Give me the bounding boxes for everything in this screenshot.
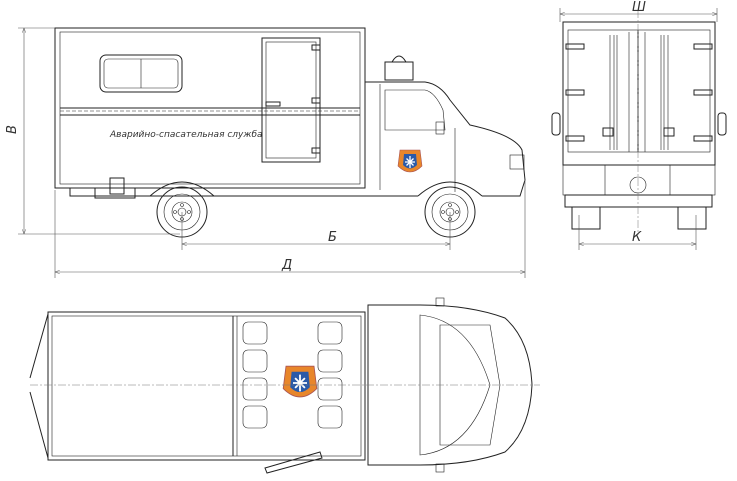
- emergency-emblem-side: [397, 149, 423, 173]
- cab-window: [384, 89, 446, 131]
- dimension-width: Ш: [559, 0, 718, 22]
- side-window: [99, 54, 183, 93]
- body-text: Аварийно-спасательная служба: [109, 130, 263, 140]
- side-view: Аварийно-спасательная служба: [54, 27, 526, 238]
- dimension-wheelbase: Б: [181, 212, 451, 250]
- length-label: Д: [281, 258, 292, 273]
- dimension-track: К: [578, 215, 697, 250]
- wheelbase-label: Б: [328, 230, 337, 245]
- height-label: В: [5, 125, 20, 134]
- rear-view: [551, 10, 727, 235]
- track-label: К: [632, 230, 642, 245]
- top-view: [29, 297, 540, 474]
- rear-doors-open: [29, 313, 49, 459]
- side-door: [261, 37, 321, 163]
- cab: [365, 81, 526, 197]
- beacon: [384, 61, 414, 81]
- dimension-height: В: [5, 27, 180, 235]
- width-label: Ш: [632, 0, 646, 15]
- dimension-length: Д: [54, 180, 526, 278]
- side-door-open: [264, 451, 323, 474]
- cargo-body: [54, 27, 366, 189]
- emergency-emblem-top: [282, 365, 318, 398]
